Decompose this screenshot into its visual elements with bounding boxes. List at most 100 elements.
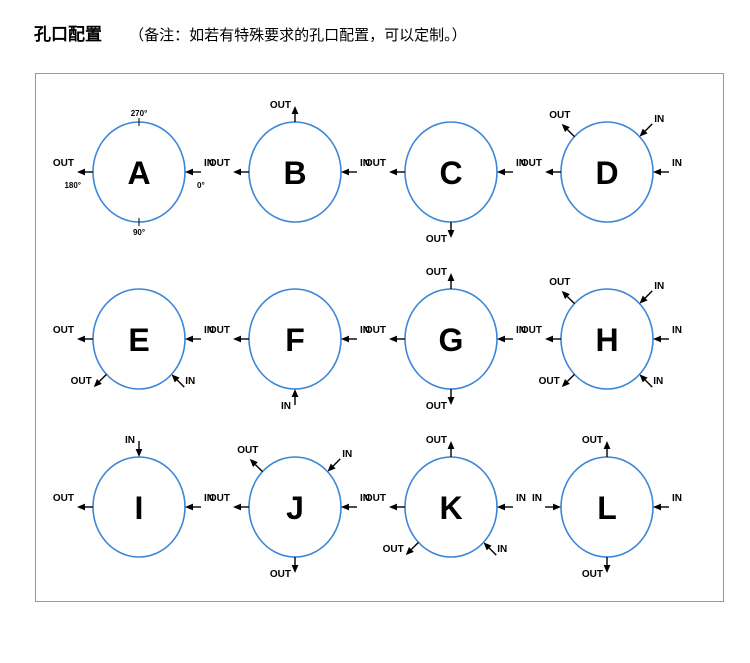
- config-l-left-label: IN: [532, 493, 542, 504]
- config-h-left-label: OUT: [521, 325, 542, 336]
- angle-0-label: 0°: [197, 181, 205, 190]
- config-f-right-label: IN: [360, 325, 370, 336]
- config-e-left-arrow: [77, 335, 93, 343]
- config-k-right-label: IN: [516, 493, 526, 504]
- config-j-upper-right-arrow: [327, 458, 341, 472]
- config-k-top-arrow: [447, 441, 455, 457]
- config-a-right-label: IN: [204, 158, 214, 169]
- config-i-left-arrow: [77, 503, 93, 511]
- config-e-lower-left-label: OUT: [71, 376, 92, 387]
- config-b-left-arrow: [233, 168, 249, 176]
- config-k-lower-right-label: IN: [497, 544, 507, 555]
- config-l-top-label: OUT: [582, 435, 603, 446]
- config-k-lower-left-label: OUT: [383, 544, 404, 555]
- config-b-top-arrow: [291, 106, 299, 122]
- config-k-letter: K: [439, 490, 462, 526]
- config-h-upper-left-arrow: [561, 290, 575, 305]
- angle-90-label: 90°: [133, 228, 145, 237]
- config-j-bottom-arrow: [291, 557, 299, 573]
- config-d-letter: D: [595, 155, 618, 191]
- config-j-upper-left-arrow: [249, 458, 263, 473]
- config-g-letter: G: [439, 322, 464, 358]
- config-d-upper-left-label: OUT: [549, 110, 570, 121]
- angle-180-label: 180°: [64, 181, 81, 190]
- config-i-right-label: IN: [204, 493, 214, 504]
- angle-270-label: 270°: [131, 109, 148, 118]
- config-h-lower-right-label: IN: [653, 376, 663, 387]
- config-k-left-label: OUT: [365, 493, 386, 504]
- config-l-letter: L: [597, 490, 617, 526]
- config-i-letter: I: [135, 490, 144, 526]
- config-l-bottom-label: OUT: [582, 569, 603, 580]
- config-j-right-label: IN: [360, 493, 370, 504]
- config-e-right-label: IN: [204, 325, 214, 336]
- config-d-upper-right-label: IN: [654, 114, 664, 125]
- page-note: （备注：如若有特殊要求的孔口配置，可以定制。）: [129, 26, 467, 44]
- config-l-right-arrow: [653, 503, 669, 511]
- config-j-left-label: OUT: [209, 493, 230, 504]
- config-d-right-arrow: [653, 168, 669, 176]
- config-k-right-arrow: [497, 503, 513, 511]
- config-b-letter: B: [283, 155, 306, 191]
- config-j-letter: J: [286, 490, 304, 526]
- config-c-left-arrow: [389, 168, 405, 176]
- config-c-letter: C: [439, 155, 462, 191]
- config-f-letter: F: [285, 322, 305, 358]
- config-h-lower-left-label: OUT: [539, 376, 560, 387]
- config-g-top-arrow: [447, 273, 455, 289]
- config-h-upper-right-label: IN: [654, 281, 664, 292]
- config-b-right-label: IN: [360, 158, 370, 169]
- page-title: 孔口配置: [34, 25, 102, 45]
- config-f-bottom-arrow: [291, 389, 299, 405]
- config-j-upper-right-label: IN: [342, 449, 352, 460]
- config-f-bottom-label: IN: [281, 401, 291, 412]
- config-e-lower-right-arrow: [171, 374, 185, 388]
- config-b-right-arrow: [341, 168, 357, 176]
- config-h-upper-left-label: OUT: [549, 277, 570, 288]
- config-k-top-label: OUT: [426, 435, 447, 446]
- config-b-left-label: OUT: [209, 158, 230, 169]
- config-c-bottom-arrow: [447, 222, 455, 238]
- config-d-left-label: OUT: [521, 158, 542, 169]
- config-a-left-label: OUT: [53, 158, 74, 169]
- config-k-left-arrow: [389, 503, 405, 511]
- config-a-right-arrow: [185, 168, 201, 176]
- config-f-left-arrow: [233, 335, 249, 343]
- config-g-bottom-arrow: [447, 389, 455, 405]
- config-e-lower-left-arrow: [93, 373, 107, 388]
- config-d-right-label: IN: [672, 158, 682, 169]
- config-h-right-arrow: [653, 335, 669, 343]
- config-e-left-label: OUT: [53, 325, 74, 336]
- config-d-upper-right-arrow: [639, 123, 653, 137]
- config-a-left-arrow: [77, 168, 93, 176]
- config-e-right-arrow: [185, 335, 201, 343]
- config-h-lower-left-arrow: [561, 373, 575, 388]
- config-h-letter: H: [595, 322, 618, 358]
- config-h-lower-right-arrow: [639, 374, 653, 388]
- config-e-lower-right-label: IN: [185, 376, 195, 387]
- config-k-lower-right-arrow: [483, 542, 497, 556]
- config-g-right-label: IN: [516, 325, 526, 336]
- config-e-letter: E: [128, 322, 149, 358]
- config-g-bottom-label: OUT: [426, 401, 447, 412]
- config-g-left-label: OUT: [365, 325, 386, 336]
- config-c-right-arrow: [497, 168, 513, 176]
- config-l-top-arrow: [603, 441, 611, 457]
- config-l-right-label: IN: [672, 493, 682, 504]
- config-g-right-arrow: [497, 335, 513, 343]
- config-d-left-arrow: [545, 168, 561, 176]
- config-g-left-arrow: [389, 335, 405, 343]
- config-j-left-arrow: [233, 503, 249, 511]
- config-h-left-arrow: [545, 335, 561, 343]
- config-i-top-arrow: [135, 441, 143, 457]
- config-g-top-label: OUT: [426, 267, 447, 278]
- config-h-upper-right-arrow: [639, 290, 653, 304]
- config-j-upper-left-label: OUT: [237, 445, 258, 456]
- page-header: 孔口配置 （备注：如若有特殊要求的孔口配置，可以定制。）: [34, 20, 467, 45]
- config-i-top-label: IN: [125, 435, 135, 446]
- config-i-right-arrow: [185, 503, 201, 511]
- config-l-bottom-arrow: [603, 557, 611, 573]
- config-c-bottom-label: OUT: [426, 234, 447, 245]
